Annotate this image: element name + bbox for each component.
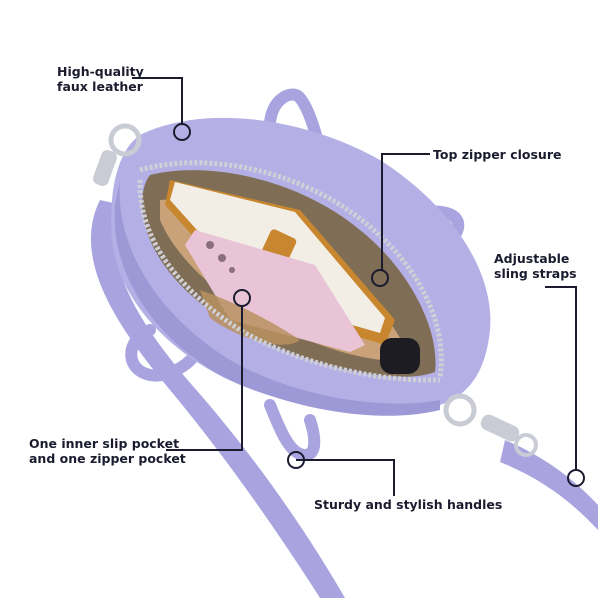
slip-pocket bbox=[200, 290, 300, 345]
callout-leather-line1: High-quality bbox=[57, 64, 144, 79]
callout-handles: Sturdy and stylish handles bbox=[314, 497, 502, 512]
callout-leather-line2: faux leather bbox=[57, 79, 143, 94]
right-clasp bbox=[443, 393, 538, 457]
front-handle bbox=[125, 324, 201, 382]
callout-straps-line1: Adjustable bbox=[494, 251, 570, 266]
callout-pocket-line2: and one zipper pocket bbox=[29, 451, 186, 466]
callout-leather: High-quality faux leather bbox=[57, 64, 144, 94]
callout-zipper-line1: Top zipper closure bbox=[433, 147, 562, 162]
phone bbox=[185, 230, 365, 352]
callout-pocket-line1: One inner slip pocket bbox=[29, 436, 180, 451]
sling-strap bbox=[90, 200, 345, 598]
callout-straps-line2: sling straps bbox=[494, 266, 577, 281]
callout-straps-line bbox=[545, 286, 585, 487]
callout-zipper-line bbox=[371, 153, 430, 287]
callout-leather-line bbox=[132, 77, 191, 141]
lipstick bbox=[380, 338, 420, 374]
callout-handles-line bbox=[287, 451, 395, 496]
callout-handles-line1: Sturdy and stylish handles bbox=[314, 497, 503, 512]
callout-pocket: One inner slip pocket and one zipper poc… bbox=[29, 436, 186, 466]
callout-pocket-line bbox=[166, 289, 251, 451]
right-strap bbox=[500, 440, 598, 530]
callout-straps: Adjustable sling straps bbox=[494, 251, 577, 281]
callout-zipper: Top zipper closure bbox=[433, 147, 561, 162]
left-clasp bbox=[93, 123, 142, 186]
zipper-track bbox=[139, 160, 444, 379]
